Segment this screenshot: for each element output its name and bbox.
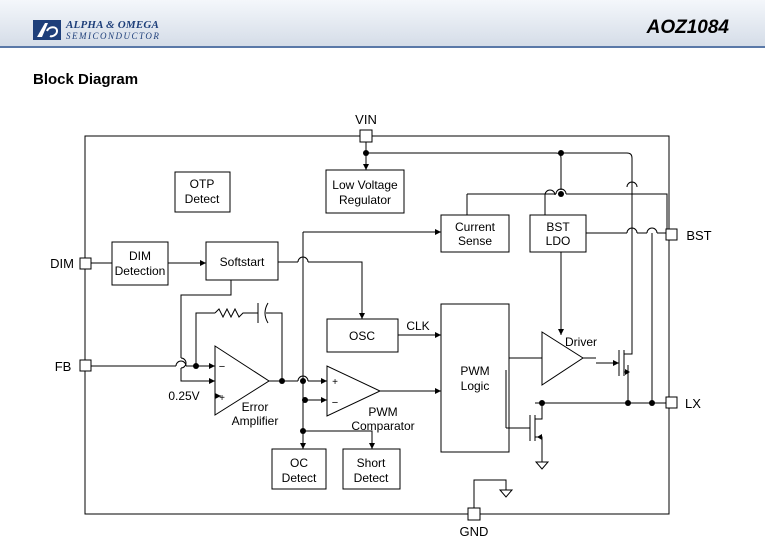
- bst-ldo-line1: BST: [546, 220, 570, 234]
- chip-boundary: [84, 135, 670, 515]
- vin-pin: [359, 129, 373, 143]
- part-number: AOZ1084: [646, 17, 729, 38]
- otp-detect-block: [174, 171, 231, 213]
- oc-detect-line2: Detect: [282, 471, 317, 485]
- pwm-logic-line1: PWM: [460, 364, 489, 378]
- dim-detection-line2: Detection: [115, 264, 166, 278]
- error-amp-minus: −: [219, 361, 225, 373]
- lx-pin: [665, 396, 678, 409]
- driver-label: Driver: [565, 335, 597, 349]
- pwm-comparator-line2: Comparator: [351, 419, 414, 433]
- pwm-comp-minus: −: [332, 397, 338, 409]
- ref-voltage-label: 0.25V: [168, 389, 199, 403]
- softstart-block: [205, 241, 279, 281]
- otp-detect-line1: OTP: [190, 177, 215, 191]
- ldo-line1: Low Voltage: [332, 178, 398, 192]
- fb-label: FB: [55, 359, 72, 374]
- fb-pin: [79, 359, 92, 372]
- bst-pin: [665, 228, 678, 241]
- low-voltage-regulator-block: [325, 169, 405, 214]
- otp-detect-line2: Detect: [185, 192, 220, 206]
- section-title: Block Diagram: [33, 71, 139, 88]
- short-detect-line2: Detect: [354, 471, 389, 485]
- dim-label: DIM: [50, 256, 74, 271]
- current-sense-line2: Sense: [458, 234, 492, 248]
- brand-subtitle: SEMICONDUCTOR: [66, 31, 161, 41]
- bst-ldo-block: [529, 214, 587, 253]
- header-rule: [0, 46, 765, 48]
- dim-detection-line1: DIM: [129, 249, 151, 263]
- lx-label: LX: [685, 396, 701, 411]
- pwm-comp-plus: +: [332, 377, 338, 388]
- dim-pin: [79, 257, 92, 270]
- company-logo-icon: [33, 20, 61, 40]
- brand-name: ALPHA & OMEGA: [66, 19, 160, 31]
- error-amplifier-line2: Amplifier: [232, 414, 279, 428]
- error-amplifier-line1: Error: [242, 400, 269, 414]
- pwm-comparator-line1: PWM: [368, 405, 397, 419]
- ldo-line2: Regulator: [339, 193, 391, 207]
- pwm-logic-line2: Logic: [461, 379, 490, 393]
- page-header: [0, 0, 765, 46]
- short-detect-line1: Short: [357, 456, 386, 470]
- softstart-label: Softstart: [220, 255, 265, 269]
- oc-detect-line1: OC: [290, 456, 308, 470]
- bst-ldo-line2: LDO: [546, 234, 571, 248]
- gnd-label: GND: [460, 524, 489, 539]
- error-amp-plus: +: [219, 393, 225, 404]
- current-sense-block: [440, 214, 510, 253]
- osc-label: OSC: [349, 329, 375, 343]
- oc-detect-block: [271, 448, 327, 490]
- clk-label: CLK: [406, 319, 429, 333]
- gnd-pin: [467, 507, 481, 521]
- pwm-logic-block: [440, 303, 510, 453]
- vin-label: VIN: [355, 112, 377, 127]
- current-sense-line1: Current: [455, 220, 496, 234]
- bst-label: BST: [686, 228, 711, 243]
